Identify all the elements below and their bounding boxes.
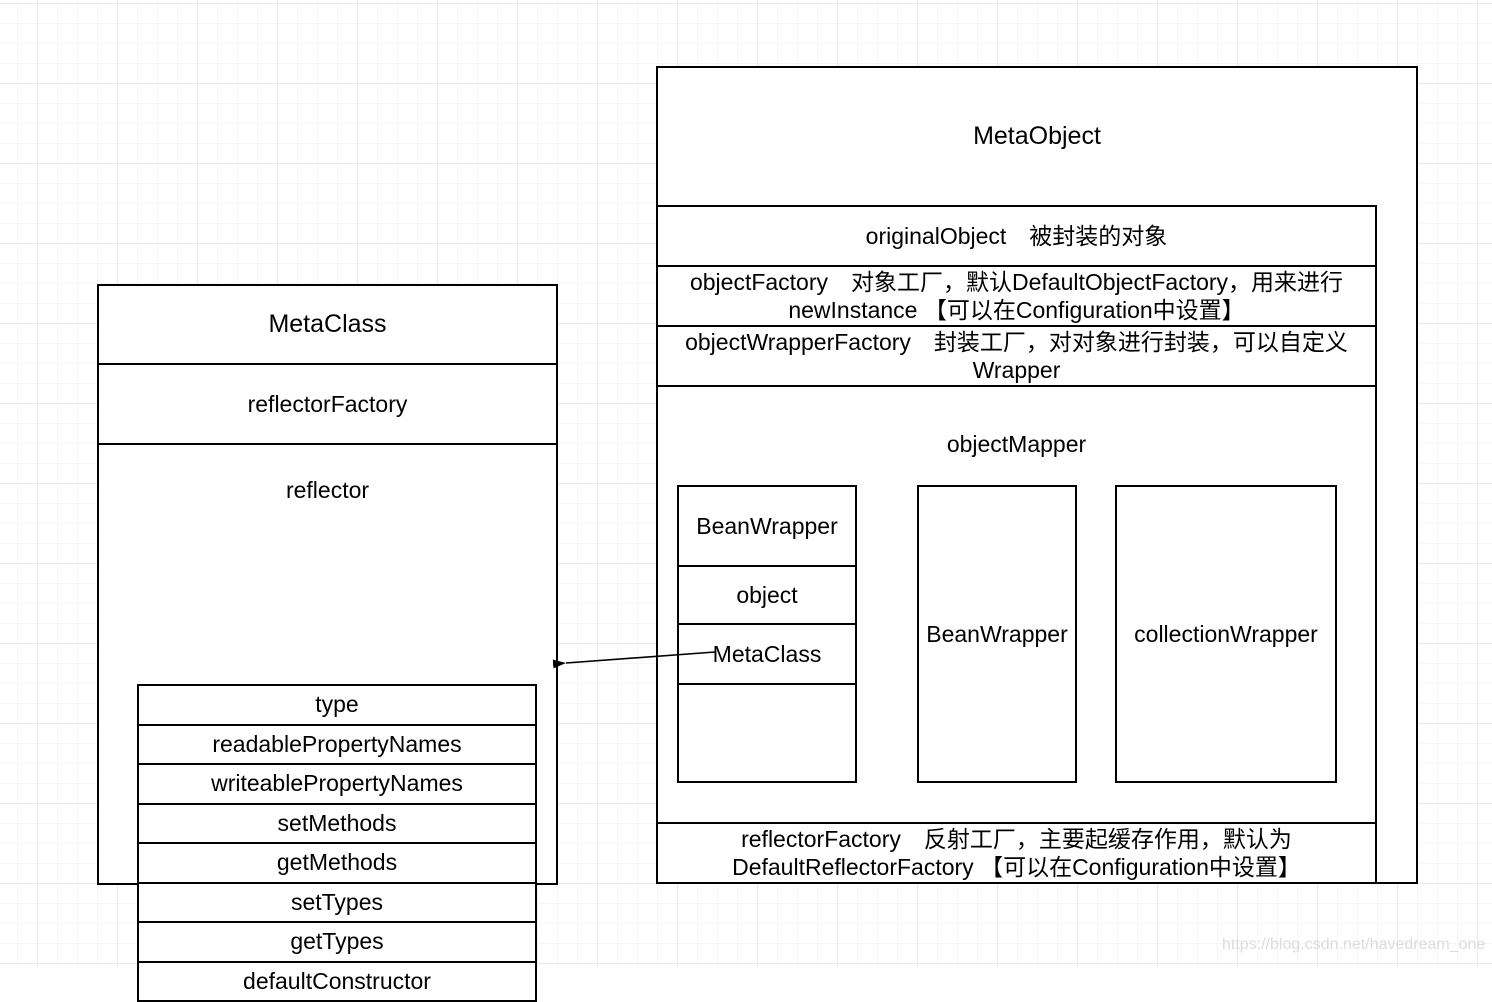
- beanwrapper-detail-object-cell: object: [679, 567, 855, 625]
- reflector-row-readablepropertynames: readablePropertyNames: [139, 726, 535, 765]
- field-objectwrapperfactory: objectWrapperFactory 封装工厂，对对象进行封装，可以自定义 …: [658, 327, 1375, 387]
- beanwrapper-detail-metaclass-cell: MetaClass: [679, 625, 855, 685]
- metaobject-field-stack: originalObject 被封装的对象 objectFactory 对象工厂…: [656, 205, 1377, 884]
- field-reflectorfactory: reflectorFactory 反射工厂，主要起缓存作用，默认为 Defaul…: [732, 826, 1301, 880]
- reflector-row-defaultconstructor: defaultConstructor: [243, 967, 431, 994]
- objectmapper-label: objectMapper: [946, 431, 1087, 457]
- beanwrapper-detail-title: BeanWrapper: [679, 487, 855, 567]
- metaclass-field-reflectorfactory: reflectorFactory: [99, 365, 556, 445]
- metaclass-box: MetaClass reflectorFactory reflector typ…: [97, 284, 558, 1002]
- reflector-row-settypes: setTypes: [139, 884, 535, 923]
- metaclass-reflector-label: reflector: [285, 476, 370, 503]
- reflector-field-table: type readablePropertyNames writeableProp…: [137, 684, 537, 1002]
- reflector-row-getmethods: getMethods: [139, 844, 535, 884]
- metaclass-reflector-section: reflector type readablePropertyNames wri…: [99, 445, 556, 1002]
- reflector-row-type: type: [139, 686, 535, 726]
- beanwrapper-detail-box: BeanWrapper object MetaClass: [677, 485, 857, 783]
- metaobject-title: MetaObject: [973, 122, 1101, 150]
- collectionwrapper-box-label: collectionWrapper: [1134, 620, 1318, 647]
- reflector-row-writeablepropertynames: writeablePropertyNames: [139, 765, 535, 805]
- field-objectfactory: objectFactory 对象工厂，默认DefaultObjectFactor…: [658, 267, 1375, 327]
- field-originalobject: originalObject 被封装的对象: [658, 207, 1375, 267]
- beanwrapper-detail-empty-cell: [679, 685, 855, 781]
- reflector-row-setmethods: setMethods: [139, 805, 535, 844]
- watermark-url: https://blog.csdn.net/havedream_one: [1222, 936, 1486, 953]
- reflector-row-gettypes: getTypes: [139, 923, 535, 963]
- metaclass-title: MetaClass: [99, 286, 556, 365]
- beanwrapper-box-label: BeanWrapper: [926, 620, 1068, 647]
- objectmapper-section: objectMapper BeanWrapper object MetaClas…: [658, 387, 1375, 824]
- beanwrapper-box: BeanWrapper: [917, 485, 1077, 783]
- collectionwrapper-box: collectionWrapper: [1115, 485, 1337, 783]
